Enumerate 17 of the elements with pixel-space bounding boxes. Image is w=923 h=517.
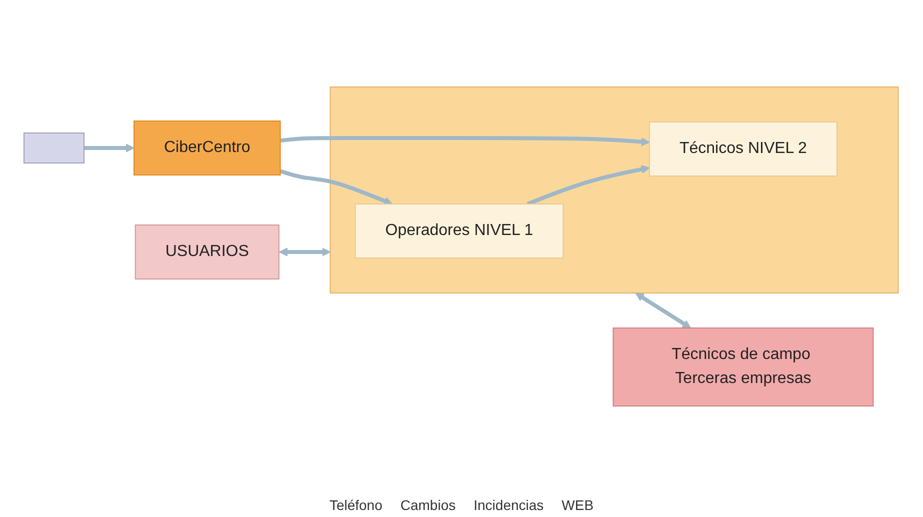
arrow: [280, 169, 394, 206]
arrow: [279, 248, 332, 256]
node-box: USUARIOS: [135, 224, 280, 280]
note-text: Teléfono: [329, 497, 382, 513]
node-box: Técnicos NIVEL 2: [649, 122, 838, 176]
note-text: WEB: [562, 497, 594, 513]
node-box: Operadores NIVEL 1: [355, 204, 564, 258]
node-box: [24, 132, 85, 164]
arrow: [84, 144, 135, 152]
cluster: [330, 86, 900, 294]
arrow: [280, 136, 650, 146]
note-text: Cambios: [400, 497, 456, 513]
note-text: Incidencias: [474, 497, 544, 513]
node-box: Técnicos de campo Terceras empresas: [613, 328, 874, 406]
node-box: CiberCentro: [134, 120, 282, 176]
arrow: [527, 165, 650, 206]
arrow: [636, 292, 692, 328]
